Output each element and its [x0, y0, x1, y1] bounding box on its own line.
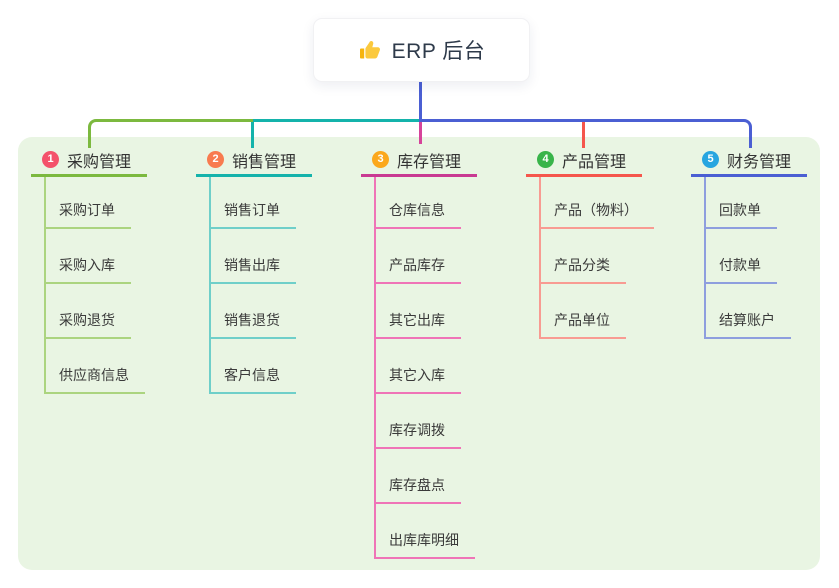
branch-sub-list: 产品（物料） 产品分类产品单位: [539, 177, 654, 339]
sub-item-label[interactable]: 付款单: [706, 255, 777, 284]
branch-header[interactable]: 4 产品管理: [526, 145, 642, 177]
sub-item-label[interactable]: 采购退货: [46, 310, 131, 339]
sub-item: 出库库明细: [376, 504, 477, 559]
branch-label: 产品管理: [562, 153, 627, 171]
sub-item-label[interactable]: 采购入库: [46, 255, 131, 284]
connector-rail-mid: [253, 119, 420, 122]
sub-item-label[interactable]: 回款单: [706, 200, 777, 229]
branch-number-badge: 1: [42, 151, 59, 168]
branch-number-badge: 4: [537, 151, 554, 168]
branch-sub-list: 回款单付款单结算账户: [704, 177, 807, 339]
branch-sub-list: 采购订单采购入库采购退货供应商信息: [44, 177, 147, 394]
sub-item-label[interactable]: 供应商信息: [46, 365, 145, 394]
connector-drop-inventory: [419, 122, 422, 144]
sub-item-label[interactable]: 库存调拨: [376, 420, 461, 449]
sub-item: 采购入库: [46, 229, 147, 284]
sub-item-label[interactable]: 结算账户: [706, 310, 791, 339]
sub-item: 产品单位: [541, 284, 642, 339]
thumbs-up-icon: [358, 38, 382, 62]
branch-header[interactable]: 2 销售管理: [196, 145, 312, 177]
sub-item: 销售退货: [211, 284, 312, 339]
sub-item: 结算账户: [706, 284, 807, 339]
branch-node-4: 4 产品管理 产品（物料） 产品分类产品单位: [526, 145, 654, 339]
sub-item-label[interactable]: 库存盘点: [376, 475, 461, 504]
connector-drop-sales: [251, 122, 254, 148]
sub-item: 产品分类: [541, 229, 642, 284]
branch-node-1: 1 采购管理 采购订单采购入库采购退货供应商信息: [31, 145, 147, 394]
sub-item-label[interactable]: 销售出库: [211, 255, 296, 284]
sub-item: 其它出库: [376, 284, 477, 339]
branch-number-badge: 2: [207, 151, 224, 168]
branch-header[interactable]: 1 采购管理: [31, 145, 147, 177]
branch-sub-list: 销售订单销售出库销售退货客户信息: [209, 177, 312, 394]
sub-item-label[interactable]: 客户信息: [211, 365, 296, 394]
branch-label: 销售管理: [232, 153, 297, 171]
connector-root-drop: [419, 82, 422, 122]
branch-node-2: 2 销售管理 销售订单销售出库销售退货客户信息: [196, 145, 312, 394]
branch-header[interactable]: 3 库存管理: [361, 145, 477, 177]
sub-item-label[interactable]: 仓库信息: [376, 200, 461, 229]
branch-label: 采购管理: [67, 153, 132, 171]
sub-item-label[interactable]: 产品库存: [376, 255, 461, 284]
branch-label: 财务管理: [727, 153, 792, 171]
sub-item-label[interactable]: 其它入库: [376, 365, 461, 394]
branch-label: 库存管理: [397, 153, 462, 171]
sub-item: 供应商信息: [46, 339, 147, 394]
sub-item: 仓库信息: [376, 177, 477, 229]
sub-item-label[interactable]: 其它出库: [376, 310, 461, 339]
connector-rail-left: [88, 119, 253, 148]
sub-item-label[interactable]: 产品单位: [541, 310, 626, 339]
sub-item: 回款单: [706, 177, 807, 229]
sub-item: 采购退货: [46, 284, 147, 339]
root-node-title: ERP 后台: [391, 40, 486, 63]
sub-item-label[interactable]: 销售退货: [211, 310, 296, 339]
sub-item: 库存盘点: [376, 449, 477, 504]
branch-header[interactable]: 5 财务管理: [691, 145, 807, 177]
branch-sub-list: 仓库信息产品库存其它出库其它入库库存调拨库存盘点出库库明细: [374, 177, 477, 559]
branch-node-5: 5 财务管理 回款单付款单结算账户: [691, 145, 807, 339]
sub-item-label[interactable]: 出库库明细: [376, 530, 475, 559]
sub-item: 付款单: [706, 229, 807, 284]
sub-item: 产品库存: [376, 229, 477, 284]
sub-item: 销售订单: [211, 177, 312, 229]
sub-item: 产品（物料）: [541, 177, 654, 229]
sub-item: 客户信息: [211, 339, 312, 394]
sub-item: 采购订单: [46, 177, 147, 229]
root-node[interactable]: ERP 后台: [313, 18, 530, 82]
connector-rail-right: [419, 119, 752, 148]
branch-node-3: 3 库存管理 仓库信息产品库存其它出库其它入库库存调拨库存盘点出库库明细: [361, 145, 477, 559]
connector-drop-product: [582, 122, 585, 148]
sub-item-label[interactable]: 销售订单: [211, 200, 296, 229]
branches-background-panel: [18, 137, 820, 570]
branch-number-badge: 3: [372, 151, 389, 168]
branch-number-badge: 5: [702, 151, 719, 168]
sub-item-label[interactable]: 产品（物料）: [541, 200, 654, 229]
sub-item-label[interactable]: 产品分类: [541, 255, 626, 284]
sub-item-label[interactable]: 采购订单: [46, 200, 131, 229]
sub-item: 其它入库: [376, 339, 477, 394]
sub-item: 销售出库: [211, 229, 312, 284]
sub-item: 库存调拨: [376, 394, 477, 449]
